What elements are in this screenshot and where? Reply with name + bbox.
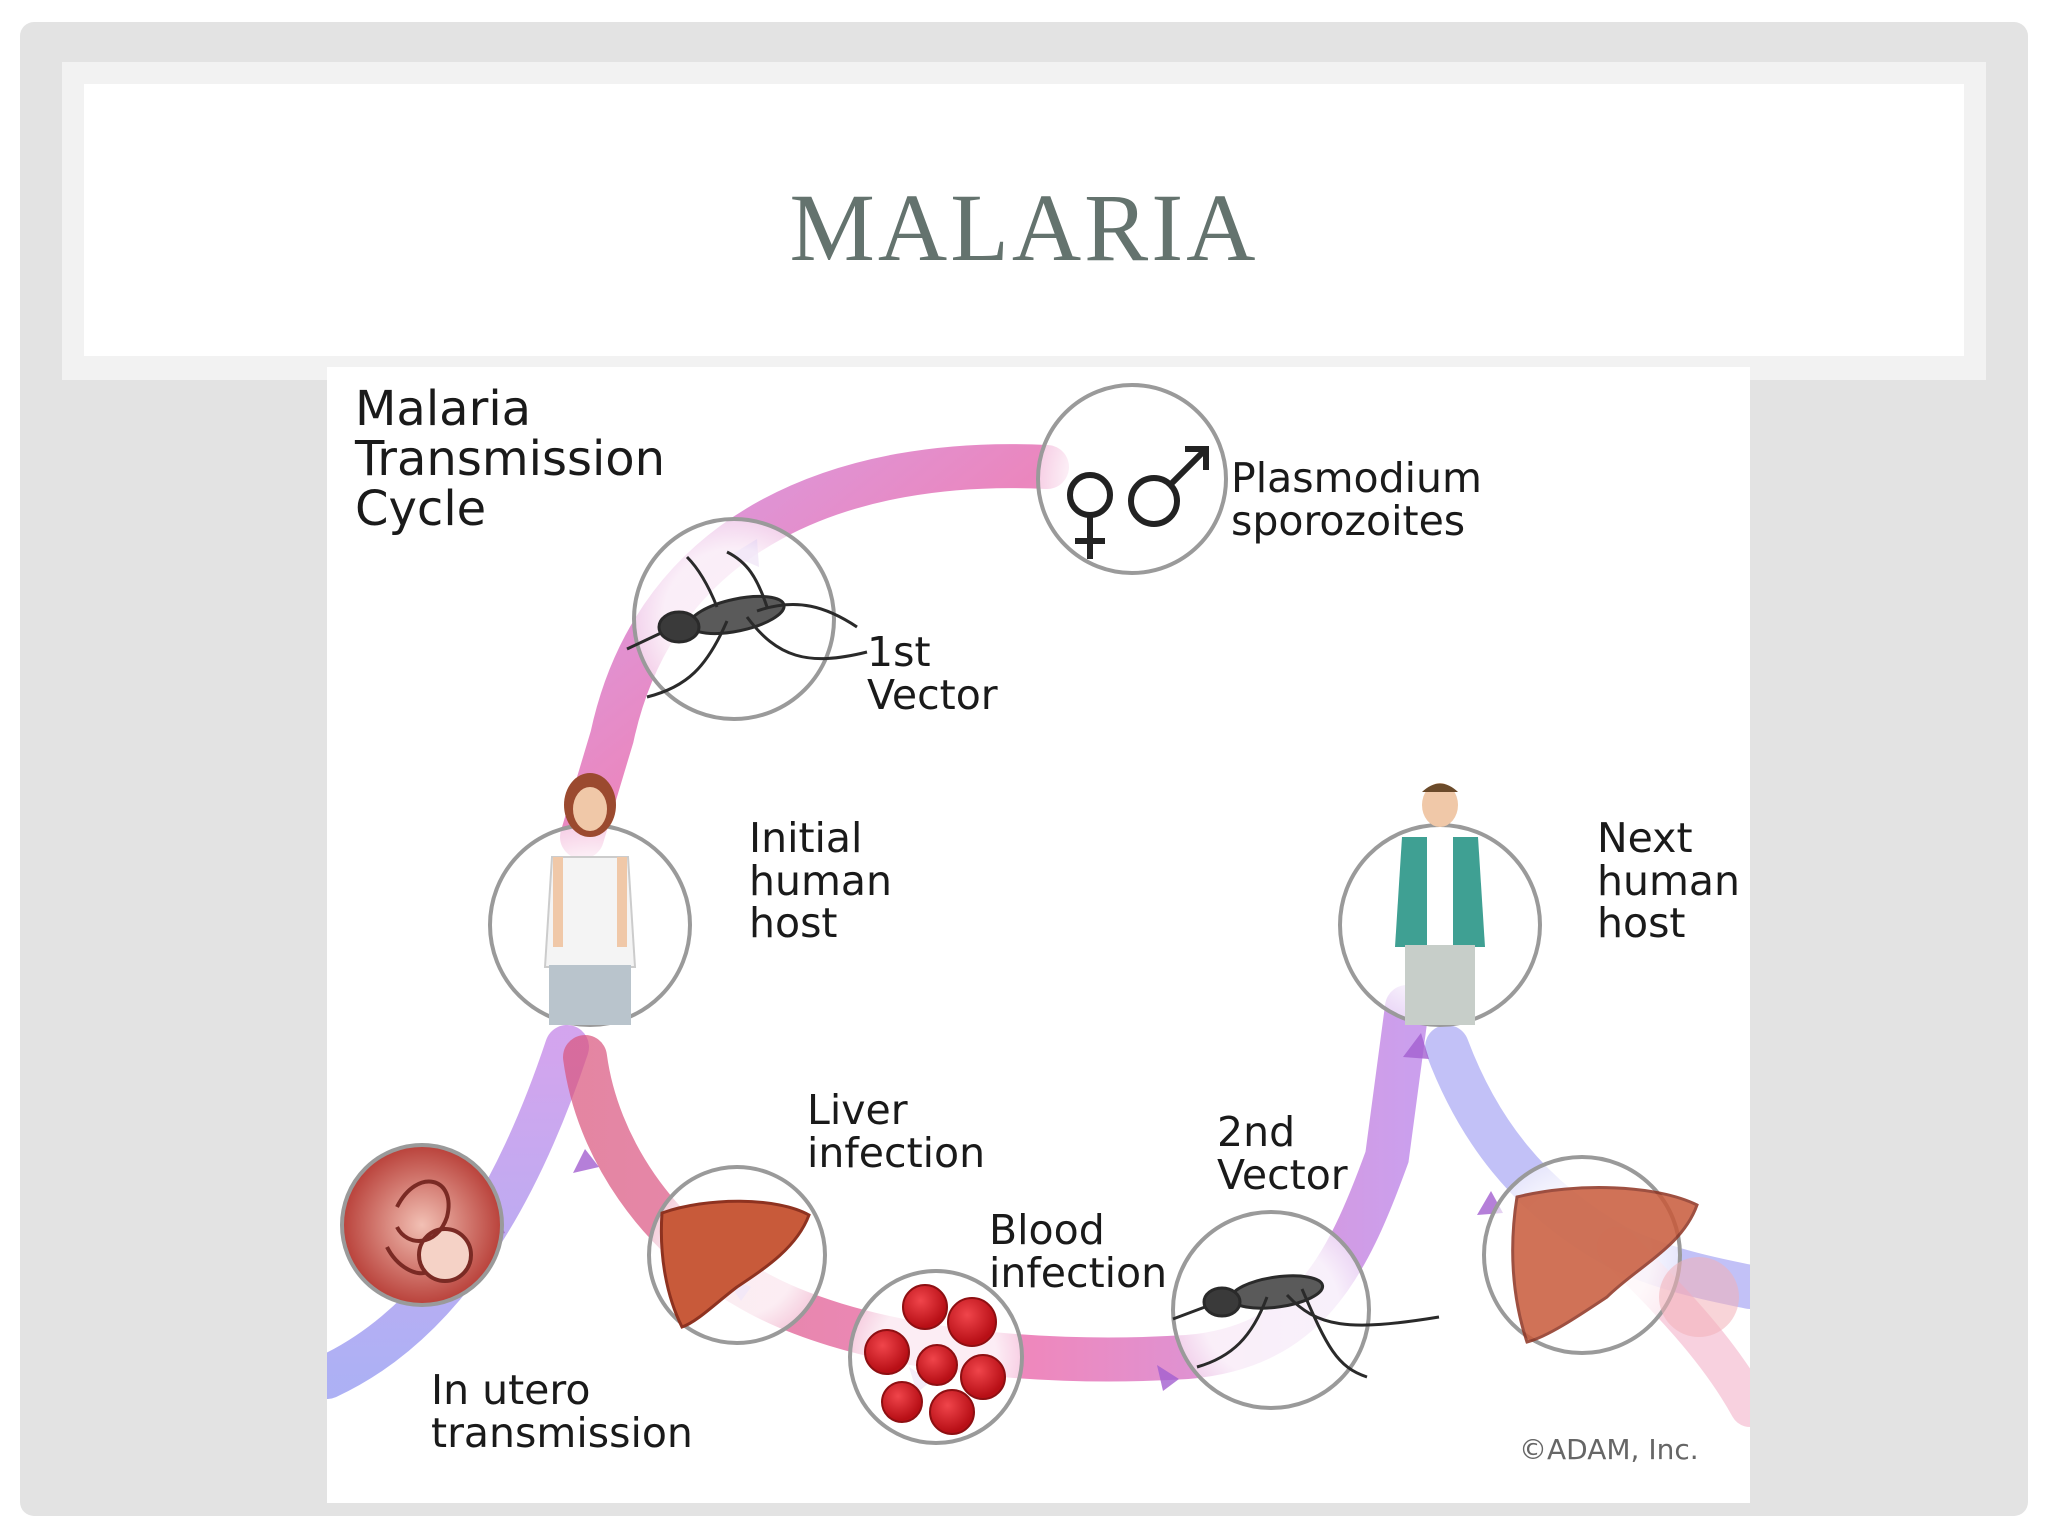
label-in-utero-transmission: In utero transmission [431,1366,693,1457]
label-blood-infection: Blood infection [989,1206,1168,1297]
label-2nd-vector: 2nd Vector [1217,1108,1348,1199]
malaria-cycle-figure: Malaria Transmission Cycle Plasmodium sp… [327,367,1750,1503]
title-box: MALARIA [84,84,1964,356]
utero-node [340,1143,504,1307]
vector-2-node [1171,1210,1440,1410]
cycle-diagram [327,383,1750,1445]
liver-icon [659,1199,811,1329]
male-symbol-icon [1128,446,1209,527]
label-liver-infection: Liver infection [807,1086,986,1177]
blood-node [848,1269,1024,1445]
man-icon [1395,783,1485,1025]
label-next-human-host: Next human host [1597,814,1741,948]
plasmodium-node [1036,383,1228,575]
liver-icon [1511,1186,1699,1344]
label-initial-human-host: Initial human host [749,814,893,948]
fetus-icon [385,1179,473,1283]
initial-host-node [488,773,692,1027]
woman-icon [543,773,637,1025]
slide-title: MALARIA [789,174,1259,281]
slide-background: MALARIA [20,22,2028,1516]
title-band: MALARIA [62,62,1986,380]
female-symbol-icon [1067,472,1113,559]
red-blood-cells-icon [864,1284,1006,1435]
vector-1-node [626,517,868,721]
next-liver-node [1482,1155,1739,1355]
mosquito-icon [1172,1274,1440,1379]
liver-node [647,1165,827,1345]
label-plasmodium-sporozoites: Plasmodium sporozoites [1231,454,1482,545]
mosquito-icon [626,550,868,699]
copyright-notice: ©ADAM, Inc. [1519,1433,1699,1466]
label-1st-vector: 1st Vector [867,628,998,719]
diagram-title: Malaria Transmission Cycle [355,381,666,537]
next-host-node [1338,783,1542,1027]
